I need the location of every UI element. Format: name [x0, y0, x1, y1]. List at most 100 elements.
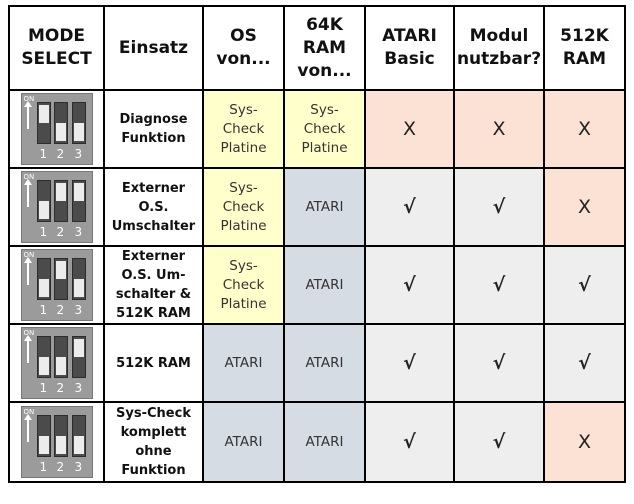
ram64-cell: ATARI [283, 245, 366, 325]
dip-on-label: ON [23, 95, 35, 103]
ram512-status-cell: √ [543, 245, 626, 325]
ram512-status-cell: √ [543, 323, 626, 403]
dip-knob-down [38, 279, 49, 297]
einsatz-cell: Externer O.S. Um- schalter & 512K RAM [103, 245, 204, 325]
dip-number-2: 2 [56, 147, 65, 161]
arrow-up-icon [23, 257, 32, 263]
dip-knob-down [55, 357, 66, 375]
dip-knob-down [38, 201, 49, 219]
header-atari-basic: ATARI Basic [364, 5, 455, 91]
einsatz-cell: 512K RAM [103, 323, 204, 403]
dip-knob-down [38, 357, 49, 375]
dip-on-label: ON [23, 251, 35, 259]
dip-knob-down [73, 436, 84, 454]
os-cell: ATARI [202, 323, 285, 403]
einsatz-cell: Externer O.S. Umschalter [103, 167, 204, 247]
dip-number-1: 1 [39, 147, 48, 161]
basic-status-cell: √ [364, 323, 455, 403]
dip-slot-2 [53, 102, 68, 144]
ram64-cell: ATARI [283, 323, 366, 403]
dip-slot-1 [36, 336, 51, 378]
ram512-status-cell: X [543, 167, 626, 247]
os-cell: ATARI [202, 401, 285, 483]
modul-status-cell: X [453, 89, 545, 169]
header-row: MODE SELECT Einsatz OS von... 64K RAM vo… [8, 5, 626, 91]
header-64k-ram: 64K RAM von... [283, 5, 366, 91]
dip-on-label: ON [23, 329, 35, 337]
ram64-cell: Sys- Check Platine [283, 89, 366, 169]
dip-knob-up [55, 183, 66, 201]
einsatz-cell: Diagnose Funktion [103, 89, 204, 169]
dip-knob-up [73, 183, 84, 201]
arrow-shaft [26, 339, 29, 363]
dip-knob-down [55, 436, 66, 454]
basic-status-cell: X [364, 89, 455, 169]
dip-number-1: 1 [39, 303, 48, 317]
dip-knob-down [73, 123, 84, 141]
dip-knob-up [38, 105, 49, 123]
header-mode-select: MODE SELECT [8, 5, 105, 91]
dip-number-3: 3 [74, 147, 83, 161]
arrow-shaft [26, 418, 29, 442]
dip-slot-3 [71, 415, 86, 457]
arrow-up-icon [23, 101, 32, 107]
dip-slot-1 [36, 415, 51, 457]
header-einsatz: Einsatz [103, 5, 204, 91]
dip-number-1: 1 [39, 381, 48, 395]
dip-number-3: 3 [74, 225, 83, 239]
dip-on-label: ON [23, 173, 35, 181]
ram64-cell: ATARI [283, 167, 366, 247]
dip-number-2: 2 [56, 225, 65, 239]
ram512-status-cell: X [543, 401, 626, 483]
arrow-shaft [26, 105, 29, 129]
basic-status-cell: √ [364, 167, 455, 247]
dip-number-1: 1 [39, 460, 48, 474]
arrow-up-icon [23, 414, 32, 420]
dip-slot-2 [53, 180, 68, 222]
dip-knob-down [73, 279, 84, 297]
modul-status-cell: √ [453, 245, 545, 325]
dip-slot-1 [36, 258, 51, 300]
mode-select-table: MODE SELECT Einsatz OS von... 64K RAM vo… [8, 5, 626, 483]
dip-number-2: 2 [56, 303, 65, 317]
os-cell: Sys- Check Platine [202, 167, 285, 247]
arrow-up-icon [23, 179, 32, 185]
dip-slot-2 [53, 415, 68, 457]
header-os: OS von... [202, 5, 285, 91]
basic-status-cell: √ [364, 401, 455, 483]
dip-slot-3 [71, 180, 86, 222]
dip-number-2: 2 [56, 381, 65, 395]
modul-status-cell: √ [453, 167, 545, 247]
header-512k-ram: 512K RAM [543, 5, 626, 91]
basic-status-cell: √ [364, 245, 455, 325]
os-cell: Sys- Check Platine [202, 89, 285, 169]
dip-number-3: 3 [74, 303, 83, 317]
os-cell: Sys- Check Platine [202, 245, 285, 325]
dip-number-2: 2 [56, 460, 65, 474]
modul-status-cell: √ [453, 401, 545, 483]
einsatz-cell: Sys-Check komplett ohne Funktion [103, 401, 204, 483]
dip-slot-3 [71, 258, 86, 300]
dip-knob-down [38, 436, 49, 454]
dip-knob-up [73, 339, 84, 357]
dip-knob-down [55, 123, 66, 141]
arrow-shaft [26, 183, 29, 207]
dip-knob-up [55, 261, 66, 279]
dip-slot-2 [53, 336, 68, 378]
ram512-status-cell: X [543, 89, 626, 169]
arrow-shaft [26, 261, 29, 285]
dip-slot-1 [36, 180, 51, 222]
